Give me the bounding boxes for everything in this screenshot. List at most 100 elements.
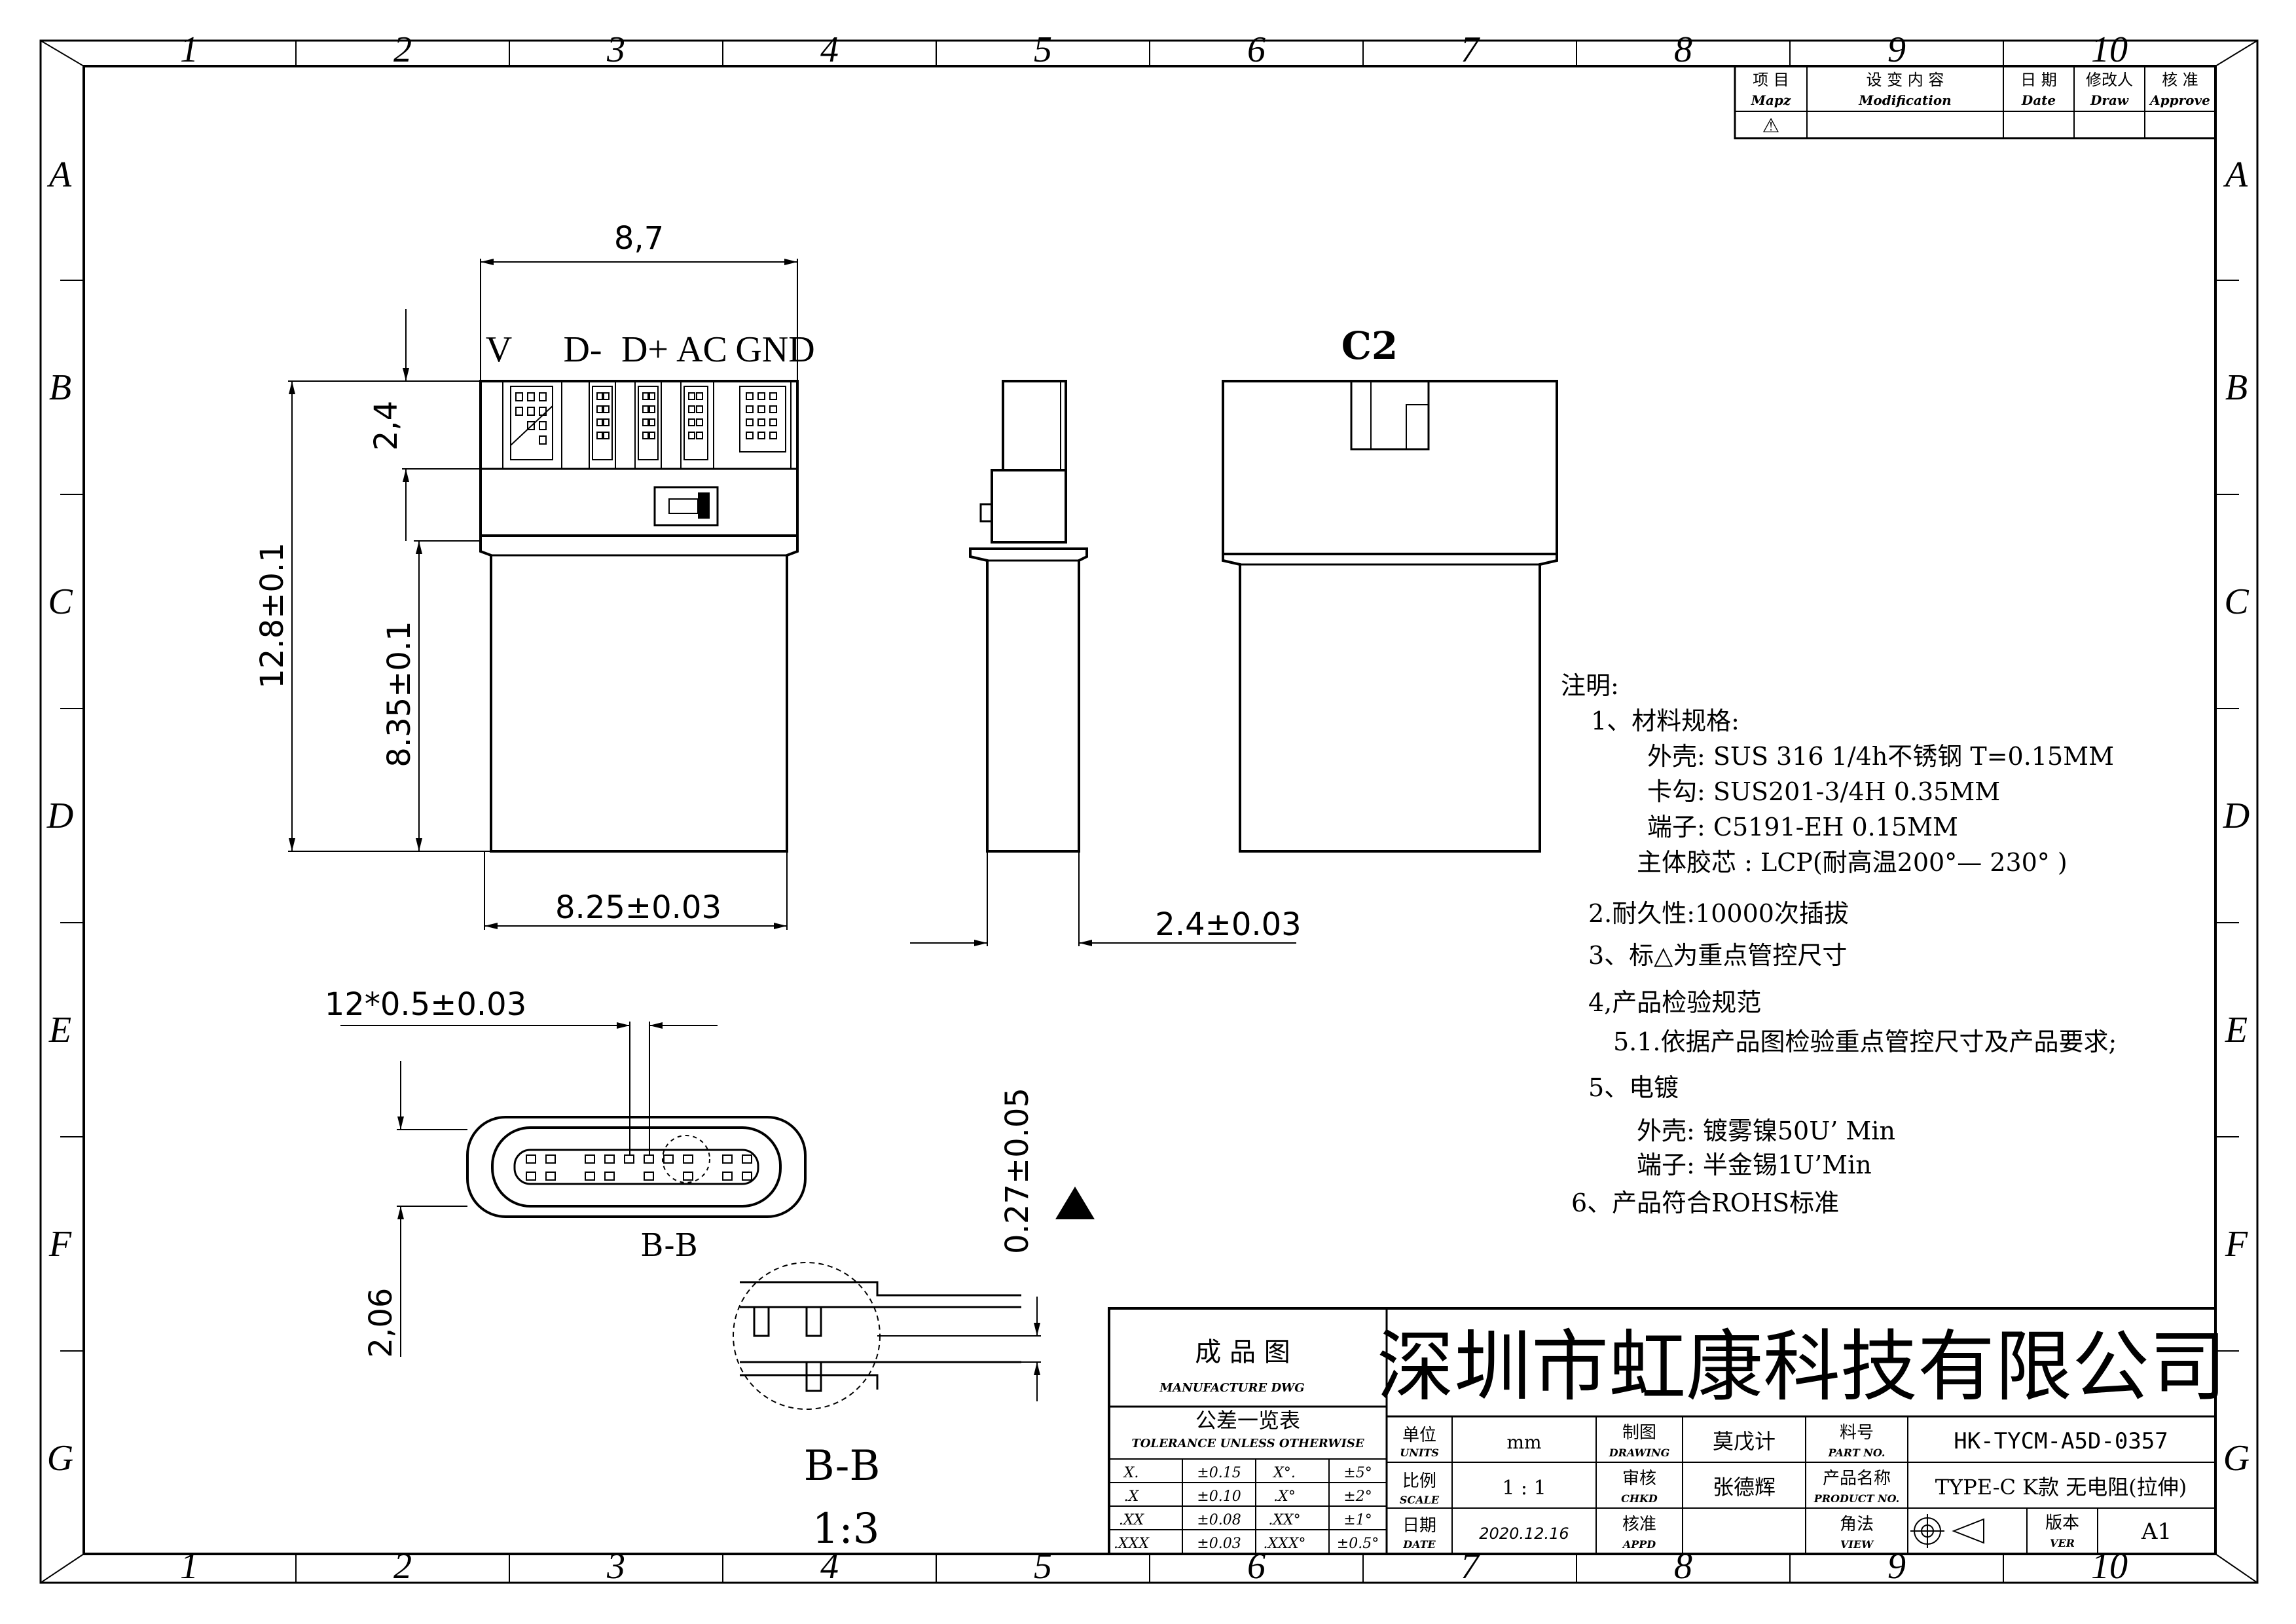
front-view: V D- D+ AC GND 8,7 2,4 12.8±0.1 8.35±0.1… [254,220,815,930]
view-label: 角法 [1840,1515,1874,1534]
rev-header-date-en: Date [2021,92,2056,108]
row-letter: C [2224,581,2249,622]
dim-2-4: 2,4 [368,401,405,451]
critical-dim-triangle-icon [1055,1187,1095,1219]
rev-header-modification: 设 变 内 容 [1867,71,1944,89]
dim-2-06: 2,06 [363,1288,399,1358]
col-number: 2 [393,1546,412,1587]
row-letter: A [2223,155,2248,195]
version-label-en: VER [2050,1537,2075,1549]
rev-header-approve: 核 准 [2162,71,2198,89]
tolerance-cell: ±0.15 [1197,1465,1241,1481]
rev-header-item: 项 目 [1753,71,1789,89]
front-head [479,380,799,537]
col-number: 8 [1674,29,1692,70]
rev-header-draw: 修改人 [2086,71,2133,89]
drawing-label: 制图 [1622,1423,1656,1443]
row-letters-right: A B C D E F G [2223,155,2250,1479]
company-name: 深圳市虹康科技有限公司 [1377,1321,2227,1412]
tolerance-cell: ±0.10 [1197,1488,1241,1505]
pin-label-dminus: D- [563,329,602,370]
row-letter: E [48,1010,71,1050]
date-value: 2020.12.16 [1479,1524,1569,1543]
switch-icon [653,486,719,526]
note-line: 5、电镀 [1588,1073,1679,1102]
row-letter: E [2225,1010,2248,1050]
col-number: 4 [820,1546,839,1587]
note-line: 外壳: SUS 316 1/4h不锈钢 T=0.15MM [1647,742,2114,771]
tolerance-title: 公差一览表 [1195,1408,1300,1433]
tolerance-cell: ±1° [1343,1512,1372,1528]
row-letter: B [2225,367,2248,408]
approve-label: 核准 [1622,1515,1656,1534]
approve-label-en: APPD [1622,1538,1656,1551]
dim-pitch: 12*0.5±0.03 [325,986,527,1023]
dim-12-8: 12.8±0.1 [254,542,291,688]
pin-label-v: V [486,329,512,370]
column-numbers-top: 1 2 3 4 5 6 7 8 9 10 [180,29,2128,70]
detail-view: 0.27±0.05 B-B 1:3 [733,1088,1095,1553]
rear-view-label: C2 [1341,323,1398,368]
title-block: 成 品 图 MANUFACTURE DWG 公差一览表 TOLERANCE UN… [1108,1307,2227,1555]
tolerance-cell: .XXX [1114,1536,1150,1552]
dim-8-35: 8.35±0.1 [381,621,418,767]
product-name-value: TYPE-C K款 无电阻(拉伸) [1935,1475,2187,1500]
note-line: 3、标△为重点管控尺寸 [1588,941,1847,970]
product-name-label: 产品名称 [1823,1469,1891,1488]
check-label: 审核 [1622,1469,1656,1488]
tolerance-cell: .XX [1119,1512,1145,1528]
part-label-en: PART NO. [1828,1447,1886,1459]
detail-view-scale: 1:3 [812,1505,880,1553]
row-letter: D [2223,796,2250,836]
col-number: 6 [1247,29,1266,70]
scale-label-en: SCALE [1400,1494,1440,1506]
row-letter: F [2225,1224,2248,1264]
tolerance-cell: ±2° [1343,1488,1372,1505]
date-label: 日期 [1402,1516,1436,1536]
tolerance-cell: X°. [1272,1465,1296,1481]
tolerance-cell: ±0.08 [1197,1512,1241,1528]
tolerance-title-en: TOLERANCE UNLESS OTHERWISE [1131,1437,1364,1450]
scale-label: 比例 [1402,1471,1436,1491]
note-line: 5.1.依据产品图检验重点管控尺寸及产品要求; [1613,1027,2117,1056]
row-letter: G [47,1438,73,1479]
section-view-label: B-B [640,1227,698,1264]
note-line: 2.耐久性:10000次插拔 [1588,899,1849,928]
dim-thickness: 2.4±0.03 [1155,906,1301,943]
dim-0-27: 0.27±0.05 [999,1088,1036,1254]
product-drawing-title-en: MANUFACTURE DWG [1159,1381,1304,1395]
note-line: 外壳: 镀雾镍50U’ Min [1637,1116,1895,1145]
col-number: 5 [1034,29,1052,70]
tolerance-cell: X. [1123,1465,1139,1481]
check-label-en: CHKD [1621,1492,1658,1505]
col-number: 7 [1461,1546,1480,1587]
row-letter: C [48,581,73,622]
col-number: 3 [606,1546,625,1587]
note-line: 卡勾: SUS201-3/4H 0.35MM [1647,777,2000,806]
pin-label-gnd: GND [735,329,814,370]
rev-header-item-en: Mapz [1751,92,1791,108]
date-label-en: DATE [1402,1538,1436,1551]
product-drawing-title: 成 品 图 [1195,1337,1290,1367]
note-line: 端子: 半金锡1U’Min [1637,1151,1872,1179]
tolerance-cell: .X° [1273,1488,1296,1505]
front-shell [479,536,799,853]
col-number: 9 [1887,29,1906,70]
col-number: 3 [606,29,625,70]
rev-header-date: 日 期 [2020,71,2057,89]
units-value: mm [1506,1431,1541,1453]
tolerance-cell: .X [1124,1488,1140,1505]
rev-header-modification-en: Modification [1858,92,1951,108]
pin-label-ac: AC [676,329,727,370]
check-value: 张德辉 [1713,1475,1776,1500]
drawing-value: 莫戊计 [1713,1429,1776,1454]
part-value: HK-TYCM-A5D-0357 [1954,1428,2168,1454]
frame-ticks [60,41,2239,1583]
part-label: 料号 [1840,1423,1874,1443]
rev-header-approve-en: Approve [2149,92,2210,108]
col-number: 5 [1034,1546,1052,1587]
note-line: 4,产品检验规范 [1588,988,1761,1017]
col-number: 1 [180,1546,198,1587]
row-letter: G [2223,1438,2250,1479]
